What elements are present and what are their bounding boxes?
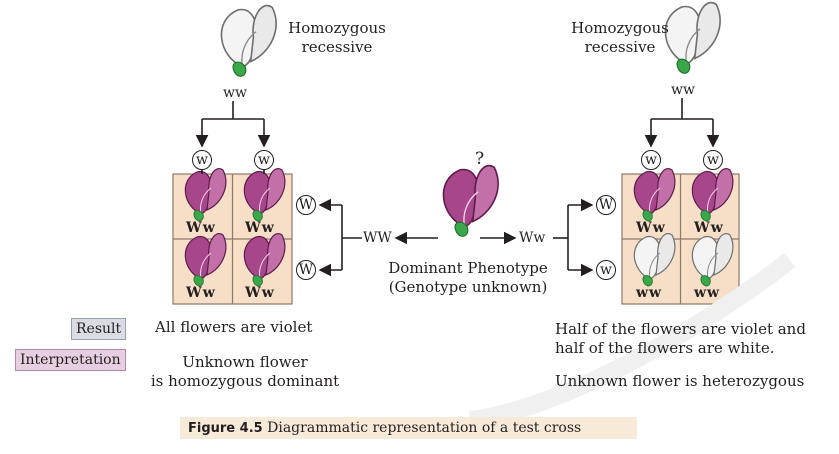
right-cell-1: Ww [636,220,666,236]
right-gamete-W: W [596,195,616,215]
result-left: All flowers are violet [155,318,313,336]
right-cell-3: ww [636,285,663,301]
left-parent-genotype: ww [223,85,247,101]
left-gamete-w2: w [254,150,274,170]
right-gamete-w: w [596,260,616,280]
right-cross-connector [480,198,594,277]
cross-option-Ww: Ww [519,230,546,246]
right-parent-genotype: ww [671,82,695,98]
left-cell-1: Ww [186,220,216,236]
unknown-mark: ? [475,149,485,169]
result-tag: Result [71,318,127,340]
unknown-label-line2: (Genotype unknown) [388,278,548,296]
watermark-swoosh [468,252,796,429]
left-cell-3: Ww [186,285,216,301]
result-right-line1: Half of the flowers are violet and [555,320,806,338]
left-cell-4: Ww [245,285,275,301]
cross-option-WW: WW [363,230,392,246]
left-gamete-W1: W [296,195,316,215]
unknown-label-line1: Dominant Phenotype [388,259,548,277]
unknown-dominant-flower [442,164,499,238]
interpretation-left-line1: Unknown flower [182,353,308,371]
left-gamete-W2: W [296,260,316,280]
left-cross-connector [318,198,438,277]
gamete-arrows [201,170,265,174]
left-recessive-flower [220,4,277,78]
left-parent-label: Homozygous recessive [288,19,386,56]
right-cell-2: Ww [694,220,724,236]
interpretation-tag: Interpretation [15,349,126,371]
right-cell-4: ww [694,285,721,301]
left-gamete-branch [195,101,271,148]
right-gamete-branch [644,98,720,148]
interpretation-left-line2: is homozygous dominant [150,372,340,390]
figure-label: Figure 4.5 [188,421,263,436]
left-cell-2: Ww [245,220,275,236]
right-gamete-w1: w [641,150,661,170]
left-gamete-w1: w [192,150,212,170]
figure-caption-text: Diagrammatic representation of a test cr… [262,420,582,436]
right-parent-label: Homozygous recessive [571,19,669,56]
figure-caption: Figure 4.5 Diagrammatic representation o… [180,417,637,439]
result-right-line2: half of the flowers are white. [555,339,775,357]
interpretation-right: Unknown flower is heterozygous [555,372,805,390]
right-gamete-w2: w [703,150,723,170]
